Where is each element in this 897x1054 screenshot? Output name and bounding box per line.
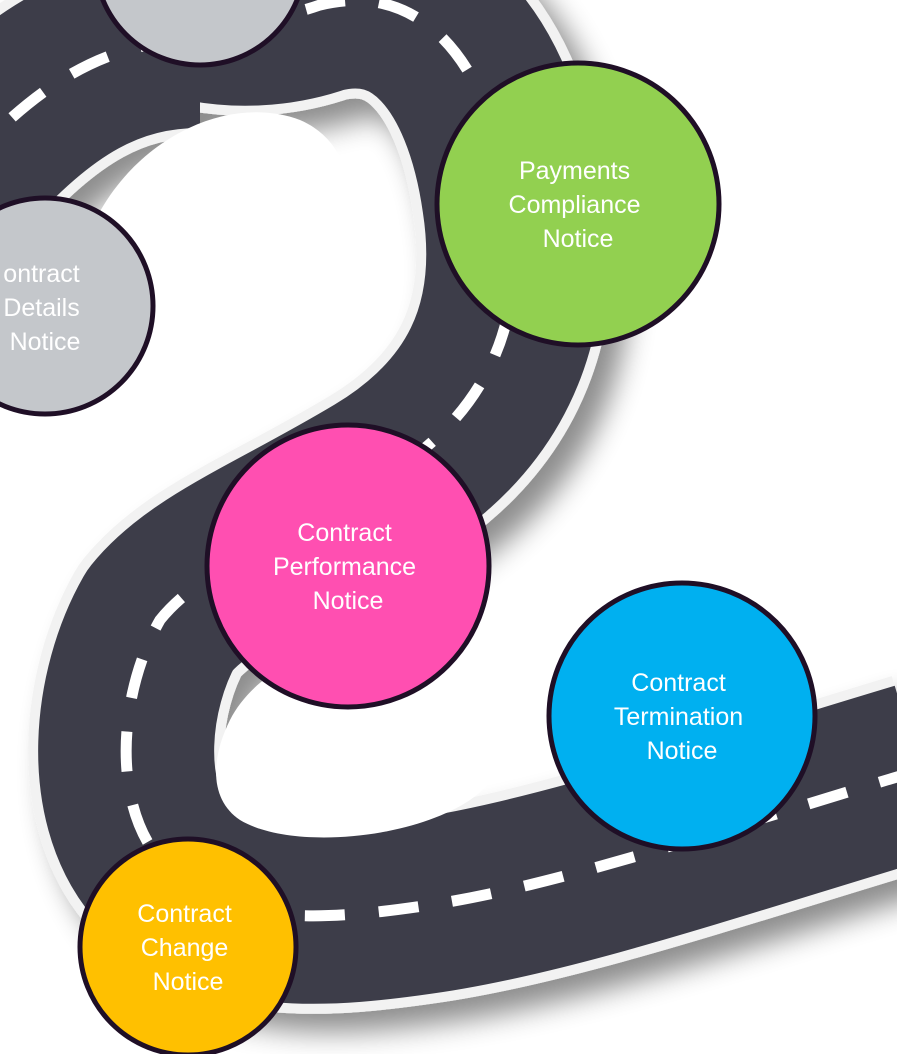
node-contract-termination: Contract Termination Notice	[546, 580, 818, 852]
svg-text:Contract Performance: Contract Performance Notice	[273, 519, 423, 615]
node-contract-details: ontract Details Notice	[0, 195, 156, 417]
svg-text:Contract Change No: Contract Change Notice	[137, 900, 238, 996]
node-contract-change: Contract Change Notice	[77, 836, 299, 1054]
node-label-line: Contract	[631, 669, 726, 697]
node-label-line: Change	[141, 934, 229, 962]
node-label-line: Termination	[614, 703, 743, 731]
svg-text:ontract Details No: ontract Details Notice	[3, 260, 86, 356]
node-label-line: Payments	[519, 157, 630, 185]
node-label-line: Notice	[153, 968, 224, 996]
node-label-line: Performance	[273, 553, 416, 581]
node-label-line: Details	[3, 294, 79, 322]
node-top-partial	[100, 0, 300, 68]
svg-text:Contract Termination: Contract Termination Notice	[614, 669, 750, 765]
node-label-line: Contract	[297, 519, 392, 547]
svg-text:Payments Compliance: Payments Compliance Notice	[509, 157, 648, 253]
road-island-top	[72, 112, 353, 461]
node-contract-performance: Contract Performance Notice	[204, 422, 492, 710]
node-payments-compliance: Payments Compliance Notice	[434, 60, 722, 348]
node-label-line: Compliance	[509, 191, 641, 219]
node-label-line: Notice	[647, 737, 718, 765]
node-label-line: Notice	[10, 328, 81, 356]
node-label-line: Contract	[137, 900, 232, 928]
node-label-line: ontract	[3, 260, 79, 288]
node-label-line: Notice	[543, 225, 614, 253]
node-label-line: Notice	[313, 587, 384, 615]
